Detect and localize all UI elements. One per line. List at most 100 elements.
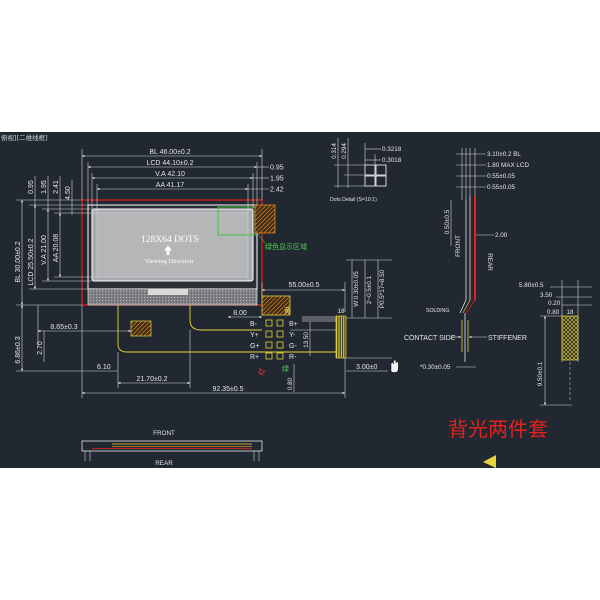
dim-bl-width: BL 46.00±0.2 (149, 149, 190, 156)
fpc-component (130, 320, 152, 337)
dim-pad-height: 0.80 (287, 377, 294, 390)
top-dimensions: BL 46.00±0.2 LCD 44.10±0.2 V.A 42.10 AA … (81, 149, 284, 213)
connector-pin-count: 18 (337, 308, 345, 315)
dim-connector-height: 9.50±0.1 (537, 361, 544, 386)
dim-front-polarizer: 0.55±0.05 (487, 173, 515, 180)
pin-pad (276, 341, 284, 349)
dim-finger-pitch: P0.5*17=8.50 (379, 269, 386, 308)
dim-finger-length: 2~0.5±0.1 (366, 275, 373, 304)
dim-connector-length: 5.80±0.5 (519, 282, 544, 289)
dim-lcd-thickness: 1.80 MAX LCD (487, 162, 529, 169)
viewing-direction-label: Viewing Direction (145, 258, 194, 265)
dim-aa-height: AA 20.08 (53, 234, 60, 263)
dim-connector-offset: 3.00±0 (356, 364, 377, 371)
active-area (96, 212, 249, 278)
dim-fpc-thickness: *0.30±0.05 (420, 364, 451, 371)
partial-arrow-icon (483, 455, 496, 468)
fpc-outline-outer (117, 305, 336, 353)
pin-pad (276, 319, 284, 327)
dim-total-length: 92.35±0.5 (212, 386, 243, 393)
viewing-direction-arrow-icon (164, 245, 172, 255)
pin-label-left: Y+ (250, 332, 259, 339)
dim-va-height: V.A 21.00 (41, 235, 48, 265)
pin-pad (265, 330, 273, 338)
dots-detail: 0.3218 0.3018 0.314 0.294 Dots Detail (S… (330, 138, 402, 203)
dim-va-width: V.A 42.10 (155, 171, 185, 178)
dot-cell (375, 175, 387, 187)
dim-side-offset: 2.00 (495, 232, 508, 239)
dim-left-offset-3: 2.41 (53, 180, 60, 194)
front-label: FRONT (455, 235, 462, 257)
fpc-bend (465, 299, 476, 314)
dim-aa-offset: 2.42 (270, 187, 284, 194)
stiffener-label: STIFFENER (488, 335, 527, 342)
ledge-notch (148, 289, 188, 295)
dot-size-h: 0.3018 (382, 157, 402, 164)
dim-pad-offset: 8.00 (233, 310, 247, 317)
dim-lcd-height: LCD 25.50±0.2 (28, 238, 35, 285)
dim-connector-pad: 0.80 (547, 309, 560, 316)
connector-stiffener-hatch (561, 315, 579, 361)
dim-tail-length: 21.70±0.2 (136, 376, 167, 383)
pin-label-right: G- (289, 343, 297, 350)
dim-rear-polarizer: 0.55±0.05 (487, 184, 515, 191)
connector-detail: 5.80±0.5 3.50 0.20 0.80 18 9.50±0.1 (519, 280, 592, 406)
dot-pitch-v: 0.314 (331, 143, 338, 159)
pin-pad (276, 352, 284, 360)
pin-label-left: G+ (250, 343, 260, 350)
soldering-label: SOLDING (426, 308, 449, 314)
dim-left-offset-1: 0.95 (28, 180, 35, 194)
dim-finger-width: W:0.30±0.05 (353, 271, 360, 307)
fpc-trace-band (302, 316, 336, 322)
dot-pitch-h: 0.3218 (382, 146, 402, 153)
hand-cursor-icon (390, 359, 399, 373)
dim-va-offset: 1.95 (270, 176, 284, 183)
dim-tail-edge: 6.10 (97, 364, 111, 371)
pin-label-right: Y- (289, 332, 296, 339)
backlight-front-label: FRONT (153, 430, 175, 437)
pin-label-left: R+ (250, 354, 259, 361)
dim-aa-width: AA 41.17 (156, 182, 185, 189)
dim-stiffener-gap: 0.20 (548, 300, 561, 307)
connector-annotations: W:0.30±0.05 2~0.5±0.1 P0.5*17=8.50 3.00±… (346, 259, 399, 373)
dot-cell (375, 164, 387, 176)
dim-pin-span: 13.50 (303, 332, 310, 348)
bottom-dimensions: 55.00±0.5 8.00 8.65±0.3 2.70 6.86±0.3 6.… (15, 282, 346, 398)
orange-hatch-marker (254, 204, 276, 234)
contact-side-label: CONTACT SIDE (404, 335, 456, 342)
dim-left-offset-2: 1.95 (41, 180, 48, 194)
viewport-label[interactable]: 俯视][二维线框] (1, 133, 48, 142)
dim-bl-thickness: 3.10±0.2 BL (487, 151, 521, 158)
pin-pad (265, 341, 273, 349)
dim-tail-height: 6.86±0.3 (15, 336, 22, 363)
dots-detail-title: Dots Detail (S=10:1) (330, 197, 377, 203)
backlight-edge-view: FRONT REAR (81, 430, 263, 467)
backlight-note: 背光两件套 (448, 418, 548, 441)
dots-label: 128X64 DOTS (141, 235, 199, 245)
pin-label-right: R- (289, 354, 297, 361)
fpc-outline-inner (189, 305, 262, 331)
connector-fingers (335, 315, 347, 359)
pin-label-left: B- (250, 321, 258, 328)
dim-tail-offset: 8.65±0.3 (50, 324, 77, 331)
lcd-module-front-view: 绿色显示区域 128X64 DOTS Viewing Direction (81, 199, 307, 306)
green-area-leader (257, 233, 266, 244)
side-view: 3.10±0.2 BL 1.80 MAX LCD 0.55±0.05 0.55±… (404, 148, 529, 371)
dim-left-offset-4: 4.50 (65, 186, 72, 200)
green-area-label: 绿色显示区域 (265, 242, 307, 251)
connector-detail-pin-count: 18 (566, 309, 574, 316)
left-dimensions: BL 30.00±0.2 LCD 25.50±0.2 V.A 21.00 AA … (15, 176, 97, 306)
dot-cell (364, 175, 376, 187)
led-pin-block: 黄 B- Y+ G+ R+ B+ Y- G- R- 绿 红 13.50 0.80 (250, 295, 311, 392)
dot-cell (364, 164, 376, 176)
rear-label: REAR (486, 253, 493, 271)
dim-lcd-offset: 0.95 (270, 165, 284, 172)
pin-pad (265, 352, 273, 360)
fpc-tail: 18 (117, 305, 347, 359)
dim-lcd-width: LCD 44.10±0.2 (146, 160, 193, 167)
fpc-bend (459, 299, 467, 314)
pin-yellow-label: 黄 (284, 306, 291, 315)
led-pad-group (261, 295, 291, 316)
dim-fpc-width: 55.00±0.5 (288, 282, 319, 289)
